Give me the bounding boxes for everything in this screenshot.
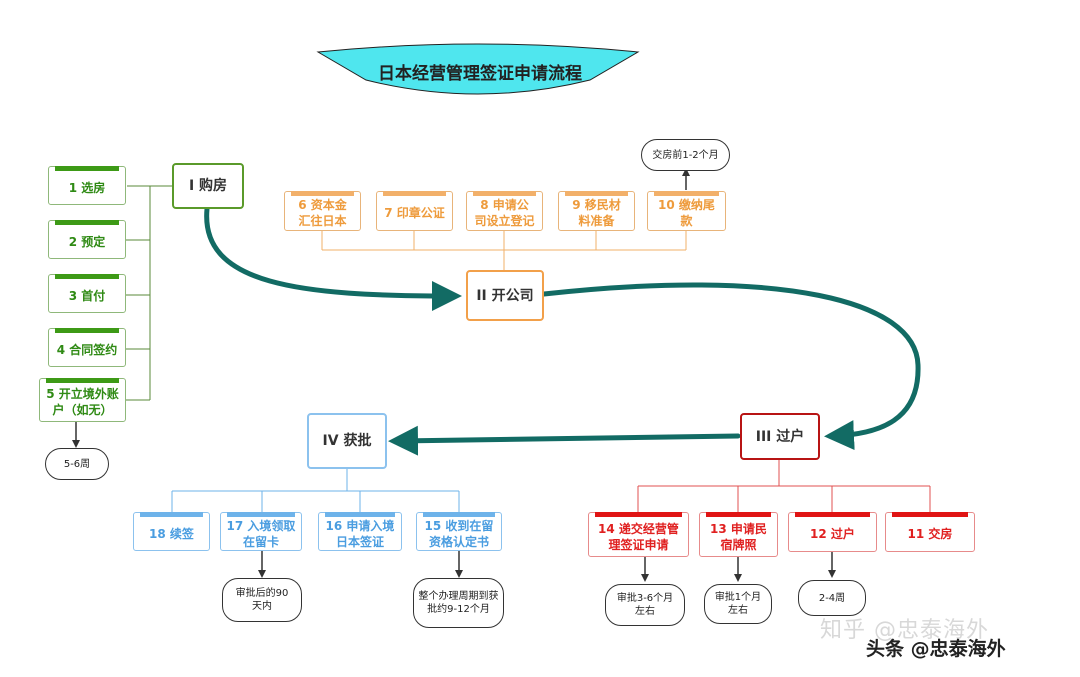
note-residence-card-window: 审批后的90天内 — [222, 578, 302, 622]
step-label: 17 入境领取在留卡 — [226, 518, 296, 549]
title-banner — [316, 43, 640, 95]
transfer-step: 13 申请民宿牌照 — [699, 512, 778, 557]
purchase-step: 5 开立境外账户（如无） — [39, 378, 126, 422]
company-step: 8 申请公司设立登记 — [466, 191, 543, 231]
purchase-tree-lines — [126, 185, 173, 401]
purchase-step: 4 合同签约 — [48, 328, 126, 367]
flow-arrow-transfer-to-approval — [388, 425, 741, 456]
purchase-step: 1 选房 — [48, 166, 126, 205]
approval-step: 15 收到在留资格认定书 — [416, 512, 502, 551]
step-label: 16 申请入境日本签证 — [325, 518, 395, 549]
approval-step: 18 续签 — [133, 512, 210, 551]
approval-tree-lines — [171, 468, 460, 512]
stage-company-label: II 开公司 — [476, 287, 534, 304]
company-step: 7 印章公证 — [376, 191, 453, 231]
transfer-step: 14 递交经营管理签证申请 — [588, 512, 689, 557]
step-label: 15 收到在留资格认定书 — [424, 518, 494, 549]
step-label: 1 选房 — [68, 180, 106, 195]
note-visa-approval-time: 审批3-6个月左右 — [605, 584, 685, 626]
step-label: 5 开立境外账户（如无） — [46, 387, 119, 417]
note-overall-period: 整个办理周期到获批约9-12个月 — [413, 578, 504, 628]
main-flow-arrows — [204, 206, 921, 456]
diagram-title: 日本经营管理签证申请流程 — [378, 63, 582, 84]
step-label: 3 首付 — [68, 288, 106, 303]
note-arrows — [72, 168, 836, 582]
step-label: 10 缴纳尾款 — [658, 198, 715, 228]
step-label: 2 预定 — [68, 234, 106, 249]
note-purchase-duration: 5-6周 — [45, 448, 109, 480]
flow-arrow-purchase-to-company — [204, 206, 462, 311]
company-step: 6 资本金汇往日本 — [284, 191, 361, 231]
stage-company: II 开公司 — [466, 270, 544, 321]
transfer-step: 11 交房 — [885, 512, 975, 552]
approval-step: 17 入境领取在留卡 — [220, 512, 302, 551]
note-final-payment: 交房前1-2个月 — [641, 139, 730, 171]
stage-purchase: I 购房 — [172, 163, 244, 209]
step-label: 4 合同签约 — [56, 342, 118, 357]
stage-transfer: III 过户 — [740, 413, 820, 460]
step-label: 6 资本金汇往日本 — [298, 198, 347, 228]
transfer-step: 12 过户 — [788, 512, 877, 552]
company-step: 9 移民材料准备 — [558, 191, 635, 231]
step-label: 14 递交经营管理签证申请 — [598, 521, 679, 552]
step-label: 11 交房 — [907, 527, 953, 541]
approval-step: 16 申请入境日本签证 — [318, 512, 402, 551]
stage-purchase-label: I 购房 — [188, 178, 228, 194]
watermark-zhihu: 知乎 @忠泰海外 — [820, 618, 989, 643]
step-label: 9 移民材料准备 — [572, 198, 621, 228]
company-tree-lines — [321, 231, 687, 270]
purchase-step: 3 首付 — [48, 274, 126, 313]
flow-arrow-company-to-transfer — [541, 282, 921, 451]
step-label: 13 申请民宿牌照 — [710, 521, 767, 552]
step-label: 7 印章公证 — [384, 206, 445, 220]
watermark-toutiao: 头条 @忠泰海外 — [866, 638, 1006, 660]
purchase-step: 2 预定 — [48, 220, 126, 259]
stage-transfer-label: III 过户 — [755, 428, 805, 445]
step-label: 12 过户 — [810, 527, 855, 541]
company-step: 10 缴纳尾款 — [647, 191, 726, 231]
note-transfer-duration: 2-4周 — [798, 580, 866, 616]
transfer-tree-lines — [637, 460, 931, 512]
stage-approval: IV 获批 — [307, 413, 387, 469]
step-label: 8 申请公司设立登记 — [474, 198, 535, 228]
stage-approval-label: IV 获批 — [322, 433, 372, 449]
step-label: 18 续签 — [149, 526, 194, 541]
note-minpaku-approval-time: 审批1个月左右 — [704, 584, 772, 624]
